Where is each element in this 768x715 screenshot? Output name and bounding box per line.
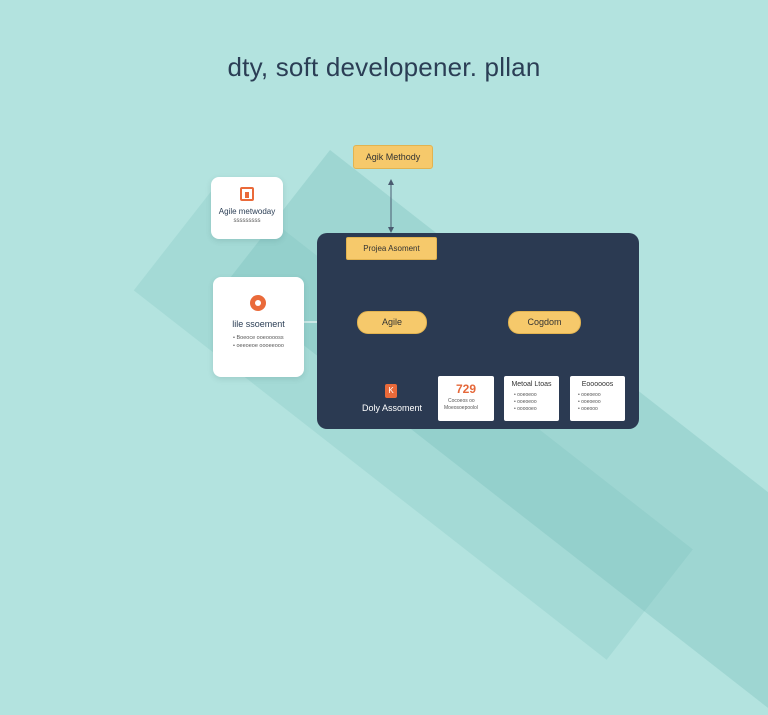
list-item: • ooeoeoo: [514, 392, 537, 398]
circle-icon: [250, 295, 266, 311]
life-assessment-card[interactable]: lile ssoement • Boeoce ooeooooss • oeeoe…: [213, 277, 304, 377]
agile-pill[interactable]: Agile: [357, 311, 427, 334]
page-title: dty, soft developener. pllan: [227, 52, 541, 82]
metric-line: Moeosoepoolol: [444, 405, 478, 411]
house-icon: [240, 187, 254, 201]
mini-card-title: Metoal Ltoas: [511, 381, 552, 388]
card-title: Agile metwoday: [218, 207, 276, 216]
daily-assessment-label: Doly Assoment: [361, 403, 423, 413]
methodology-pill[interactable]: Agik Methody: [353, 145, 433, 169]
card-title: lile ssoement: [232, 319, 285, 329]
card-subtitle: sssssssss: [233, 218, 261, 224]
document-icon: K: [385, 384, 397, 398]
metal-list-card[interactable]: Metoal Ltoas • ooeoeoo • ooeoeoo • ooooo…: [504, 376, 559, 421]
bullet-item: • Boeoce ooeooooss: [233, 335, 284, 341]
list-item: • ooeoeoo: [578, 399, 601, 405]
bullet-item: • oeeoeoe oooeeooo: [233, 343, 284, 349]
list-item: • oooooeo: [514, 406, 537, 412]
agile-methodology-card[interactable]: Agile metwoday sssssssss: [211, 177, 283, 239]
list-item: • ooeoeoo: [514, 399, 537, 405]
metric-number: 729: [455, 382, 477, 396]
metric-card[interactable]: 729 Cocoeos oo Moeosoepoolol: [438, 376, 494, 421]
events-card[interactable]: Eoooooos • ooeoeoo • ooeoeoo • ooeooo: [570, 376, 625, 421]
metric-line: Cocoeos oo: [448, 398, 475, 404]
list-item: • ooeoeoo: [578, 392, 601, 398]
mini-card-title: Eoooooos: [581, 381, 614, 388]
list-item: • ooeooo: [578, 406, 598, 412]
project-assessment-pill[interactable]: Projea Asoment: [346, 237, 437, 260]
cogdom-pill[interactable]: Cogdom: [508, 311, 581, 334]
